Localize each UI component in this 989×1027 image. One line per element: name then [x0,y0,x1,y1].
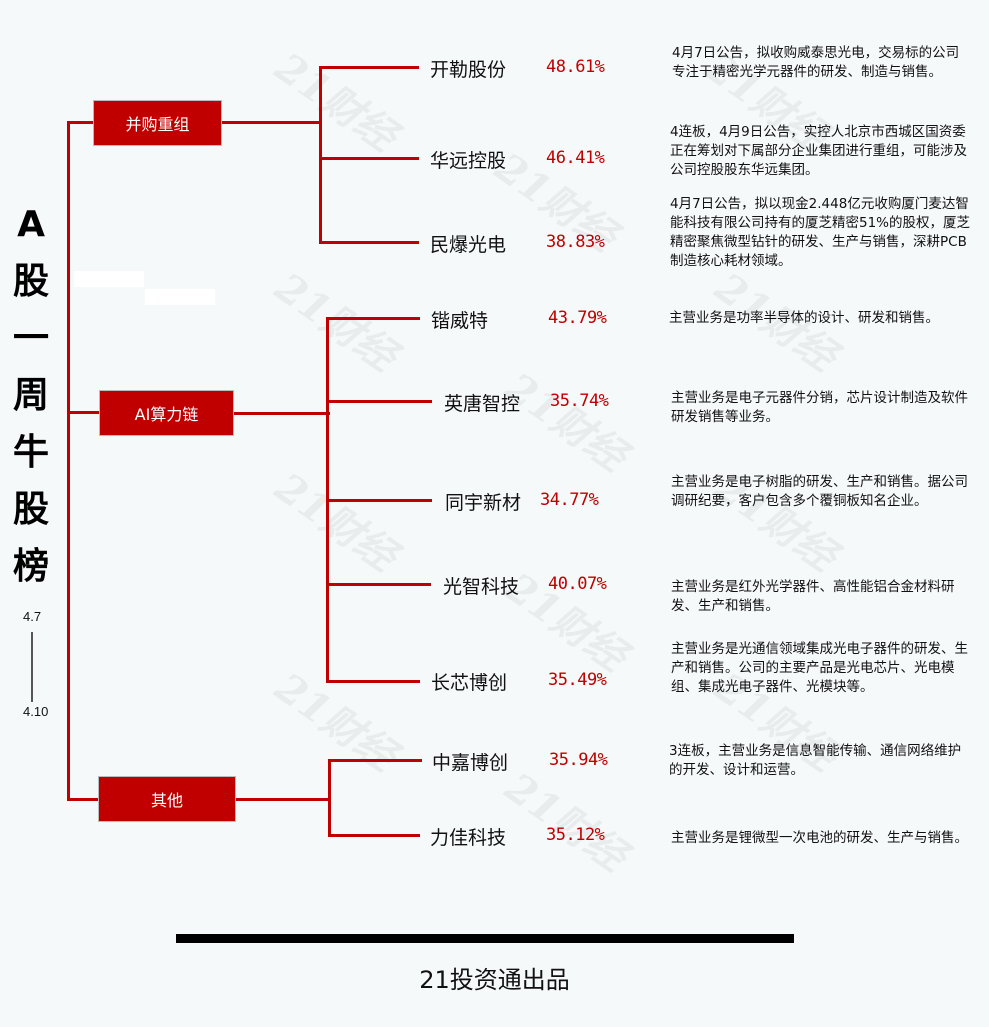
bracket-line [328,759,331,837]
stock-desc: 主营业务是光通信领域集成光电子器件的研发、生产和销售。公司的主要产品是光电芯片、… [671,641,968,695]
stock-desc: 主营业务是电子树脂的研发、生产和销售。据公司调研纪要，客户包含多个覆铜板知名企业… [671,474,968,509]
stock-gain: 35.49% [548,670,607,690]
category-ai-compute: AI算力链 [99,390,234,436]
stock-name: 锴威特 [431,310,489,332]
connector-line [222,121,322,124]
stock-desc: 4连板，4月9日公告，实控人北京市西城区国资委正在筹划对下属部分企业集团进行重组… [670,124,967,178]
leaf-line [326,583,431,586]
stock-gain: 43.79% [548,308,607,328]
watermark: 21财经 [266,43,405,161]
branch-line [67,411,100,414]
category-merger: 并购重组 [93,100,222,146]
stock-gain: 35.12% [546,825,605,845]
connector-line [234,412,330,415]
title-char: 周 [12,375,49,416]
title-char: 榜 [12,546,49,587]
leaf-line [319,66,419,69]
date-start: 4.7 [23,609,42,624]
category-other: 其他 [98,776,236,822]
stock-desc: 4月7日公告，拟收购威泰思光电，交易标的公司专注于精密光学元器件的研发、制造与销… [672,45,960,80]
leaf-line [326,680,420,683]
stock-gain: 40.07% [548,574,607,594]
watermark: 21财经 [496,763,635,881]
bracket-line [319,66,322,244]
stock-name: 长芯博创 [431,672,508,694]
stock-name: 民爆光电 [430,234,507,256]
stock-gain: 35.74% [550,391,609,411]
stock-name: 光智科技 [443,576,520,598]
title-char: 股 [12,489,49,530]
title-char: 一 [12,318,49,359]
stock-gain: 48.61% [546,57,605,77]
trunk-line [67,121,70,801]
stock-gain: 38.83% [546,232,605,252]
stock-gain: 34.77% [540,490,599,510]
stock-name: 华远控股 [430,150,507,172]
stock-desc: 主营业务是功率半导体的设计、研发和销售。 [669,310,939,326]
footer-divider [176,934,794,943]
date-range-line [31,632,33,702]
branch-line [67,121,95,124]
stock-gain: 46.41% [546,148,605,168]
leaf-line [326,317,420,320]
stock-gain: 35.94% [549,750,608,770]
stock-name: 英唐智控 [444,393,521,415]
leaf-line [319,157,419,160]
leaf-line [319,241,419,244]
branch-line [67,798,100,801]
date-end: 4.10 [23,704,49,719]
footer-credit: 21投资通出品 [419,966,570,994]
leaf-line [328,834,420,837]
connector-line [236,798,331,801]
leaf-line [328,759,422,762]
stock-desc: 3连板，主营业务是信息智能传输、通信网络维护的开发、设计和运营。 [669,743,962,778]
stock-name: 中嘉博创 [432,752,509,774]
stock-desc: 主营业务是电子元器件分销，芯片设计制造及软件研发销售等业务。 [671,390,968,425]
title-char: 股 [12,261,49,302]
stock-name: 同宇新材 [445,492,522,514]
watermark: 21财经 [266,663,405,781]
stock-desc: 4月7日公告，拟以现金2.448亿元收购厦门麦达智能科技有限公司持有的厦芝精密5… [670,196,971,269]
stock-desc: 主营业务是红外光学器件、高性能铝合金材料研发、生产和销售。 [671,579,955,614]
stock-desc: 主营业务是锂微型一次电池的研发、生产与销售。 [671,830,968,846]
leaf-line [326,400,432,403]
stock-name: 力佳科技 [430,827,507,849]
title-char: A [17,204,45,245]
white-patch [74,271,144,287]
leaf-line [326,499,432,502]
page-title: A 股 一 周 牛 股 榜 [8,196,54,595]
title-char: 牛 [12,432,49,473]
watermark: 21财经 [496,363,635,481]
white-patch [145,289,215,305]
watermark: 21财经 [266,463,405,581]
stock-name: 开勒股份 [430,59,507,81]
